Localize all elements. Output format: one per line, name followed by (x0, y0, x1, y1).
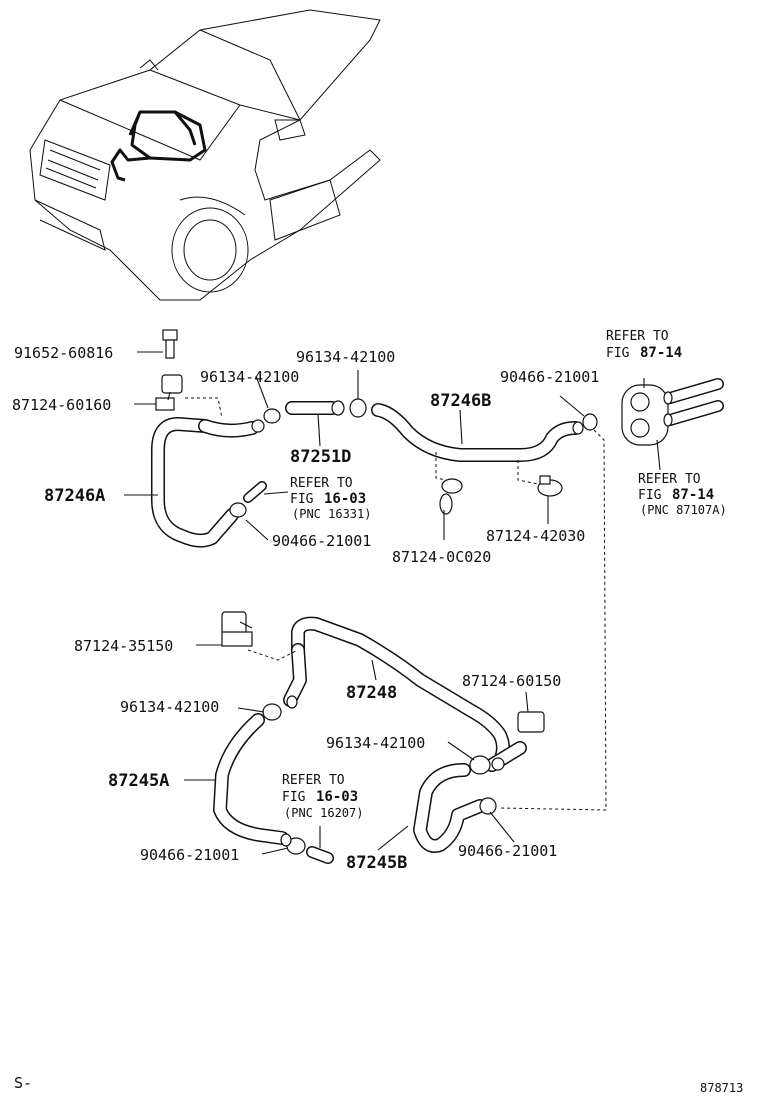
hose-87246B (371, 403, 582, 462)
svg-text:87-14: 87-14 (640, 345, 682, 361)
label-87246A: 87246A (44, 486, 105, 506)
label-87124-35150: 87124-35150 (74, 637, 173, 655)
label-87124-42030: 87124-42030 (486, 527, 585, 545)
clamp-87124-35150 (221, 611, 253, 647)
clip-96134-42100-d (469, 755, 505, 775)
refer-note-87-14-top: REFER TO FIG 87-14 (606, 329, 682, 361)
label-96134-42100-a: 96134-42100 (200, 368, 299, 386)
clamp-87124-0C020 (439, 478, 463, 515)
pipes-87107A (663, 378, 724, 427)
svg-text:16-03: 16-03 (316, 789, 358, 805)
grommet-87-14 (621, 384, 669, 446)
vehicle-illustration (29, 9, 381, 301)
label-90466-21001-c: 90466-21001 (458, 842, 557, 860)
svg-text:16-03: 16-03 (324, 491, 366, 507)
label-90466-21001-b: 90466-21001 (272, 532, 371, 550)
clip-96134-42100-a (251, 408, 281, 433)
svg-text:(PNC 16207): (PNC 16207) (284, 806, 363, 820)
label-90466-21001-d: 90466-21001 (140, 846, 239, 864)
label-87245B: 87245B (346, 853, 407, 873)
clip-96134-42100-c (262, 695, 298, 721)
label-90466-21001-a: 90466-21001 (500, 368, 599, 386)
refer-note-16-03-upper: REFER TO FIG 16-03 (PNC 16331) (290, 476, 371, 521)
svg-text:REFER TO: REFER TO (606, 329, 669, 344)
svg-text:FIG: FIG (290, 492, 314, 507)
svg-text:REFER TO: REFER TO (638, 472, 701, 487)
svg-text:REFER TO: REFER TO (290, 476, 353, 491)
pipe-ref-16207 (306, 846, 334, 864)
figure-number: 878713 (700, 1081, 743, 1095)
svg-text:(PNC 16331): (PNC 16331) (292, 507, 371, 521)
clip-90466-21001-d (280, 833, 306, 855)
clip-96134-42100-b (331, 398, 367, 418)
label-87245A: 87245A (108, 771, 169, 791)
footer-left: S- (14, 1074, 32, 1092)
svg-text:87-14: 87-14 (672, 487, 714, 503)
label-96134-42100-d: 96134-42100 (326, 734, 425, 752)
label-96134-42100-b: 96134-42100 (296, 348, 395, 366)
label-87251D: 87251D (290, 447, 351, 467)
label-87124-60150: 87124-60150 (462, 672, 561, 690)
clip-90466-21001-b (229, 502, 247, 518)
label-96134-42100-c: 96134-42100 (120, 698, 219, 716)
hose-87245A (213, 713, 289, 845)
svg-text:(PNC 87107A): (PNC 87107A) (640, 503, 727, 517)
clamp-87124-60160 (155, 374, 183, 411)
heater-hose-routing (110, 110, 207, 182)
svg-text:FIG: FIG (606, 346, 630, 361)
label-91652-60816: 91652-60816 (14, 344, 113, 362)
hose-87246A (151, 417, 259, 548)
clamp-87124-42030 (537, 475, 563, 497)
refer-note-16-03-lower: REFER TO FIG 16-03 (PNC 16207) (282, 773, 363, 820)
hose-87245B (413, 763, 487, 853)
bolt-91652-60816 (162, 329, 178, 359)
clip-90466-21001-c (479, 797, 497, 815)
svg-text:FIG: FIG (282, 790, 306, 805)
refer-note-87-14-side: REFER TO FIG 87-14 (PNC 87107A) (638, 472, 727, 517)
label-87248: 87248 (346, 683, 397, 703)
label-87246B: 87246B (430, 391, 491, 411)
clip-90466-21001-a (572, 413, 598, 435)
label-87124-60160: 87124-60160 (12, 396, 111, 414)
clamp-87124-60150 (517, 711, 545, 733)
pipe-ref-16331 (243, 481, 267, 503)
label-87124-0C020: 87124-0C020 (392, 548, 491, 566)
svg-text:FIG: FIG (638, 488, 662, 503)
svg-text:REFER TO: REFER TO (282, 773, 345, 788)
hose-87248 (283, 616, 527, 772)
